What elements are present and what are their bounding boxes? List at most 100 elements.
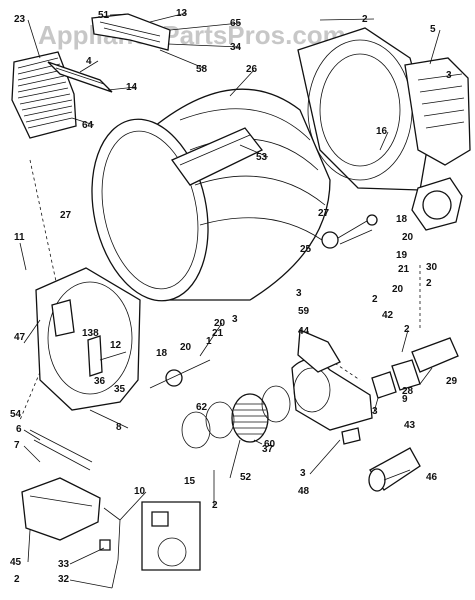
leader-line <box>71 117 95 126</box>
callout-number: 30 <box>426 262 438 273</box>
leader-line <box>107 86 137 91</box>
watermark: AppliancePartsPros.com <box>38 20 346 50</box>
leader-line <box>79 60 99 73</box>
callout-number: 43 <box>404 420 416 431</box>
callout-number: 19 <box>396 250 408 261</box>
callout-number: 13 <box>176 8 188 19</box>
callout-number: 42 <box>382 310 394 321</box>
callout-number: 9 <box>402 394 408 405</box>
callout-number: 14 <box>126 82 138 93</box>
callout-number: 8 <box>116 422 122 433</box>
belt-kit-inset <box>141 501 201 571</box>
leader-line <box>253 439 263 445</box>
callout-number: 23 <box>14 14 26 25</box>
callout-number: 7 <box>14 440 20 451</box>
callout-number: 2 <box>404 324 410 335</box>
callout-number: 27 <box>318 208 330 219</box>
leader-line <box>19 242 27 271</box>
leader-line <box>429 29 441 65</box>
callout-number: 3 <box>296 288 302 299</box>
callout-number: 26 <box>246 64 258 75</box>
callout-number: 2 <box>372 294 378 305</box>
callout-number: 25 <box>300 244 312 255</box>
callout-number: 3 <box>372 406 378 417</box>
front-bulkhead <box>35 267 141 411</box>
callout-number: 64 <box>82 120 94 131</box>
callout-number: 37 <box>262 444 274 455</box>
callout-number: 18 <box>156 348 168 359</box>
leader-line <box>229 69 255 97</box>
callout-number: 59 <box>298 306 310 317</box>
callout-number: 33 <box>58 559 70 570</box>
callout-number: 3 <box>446 70 452 81</box>
leader-line <box>89 409 129 429</box>
leader-line <box>109 13 129 16</box>
callout-number: 65 <box>230 18 242 29</box>
leader-line <box>27 529 31 563</box>
leader-line <box>419 367 433 385</box>
callout-number: 5 <box>430 24 436 35</box>
callout-number: 27 <box>60 210 72 221</box>
callout-number: 48 <box>298 486 310 497</box>
leader-line <box>69 579 113 589</box>
callout-number: 4 <box>86 56 92 67</box>
lint-duct <box>21 429 101 541</box>
callout-number: 54 <box>10 409 22 420</box>
rear-bulkhead <box>297 27 471 231</box>
leader-line <box>319 18 375 21</box>
callout-number: 52 <box>240 472 252 483</box>
leader-line <box>149 12 187 23</box>
callout-number: 45 <box>10 557 22 568</box>
callout-number: 2 <box>426 278 432 289</box>
leader-line <box>23 445 41 463</box>
leader-line <box>383 469 411 481</box>
callout-number: 2 <box>14 574 20 585</box>
callout-number: 53 <box>256 152 268 163</box>
lint-screen <box>11 51 77 139</box>
leader-line <box>199 322 223 357</box>
callout-number: 12 <box>110 340 122 351</box>
leader-line <box>27 19 41 59</box>
callout-number: 28 <box>402 386 414 397</box>
callout-number: 21 <box>398 264 410 275</box>
callout-number: 60 <box>264 439 276 450</box>
callout-number: 138 <box>82 328 99 339</box>
leader-line <box>119 491 147 521</box>
callout-number: 6 <box>16 424 22 435</box>
callout-number: 15 <box>184 476 196 487</box>
leader-lines <box>19 12 441 589</box>
callout-number: 3 <box>232 314 238 325</box>
idler-parts <box>321 214 378 249</box>
leader-line <box>167 43 241 48</box>
leader-line <box>373 397 379 413</box>
callout-number: 47 <box>14 332 26 343</box>
callout-number: 21 <box>212 328 224 339</box>
callout-number: 11 <box>14 232 25 243</box>
callout-number: 18 <box>396 214 408 225</box>
callout-number: 20 <box>214 318 226 329</box>
leader-line <box>23 429 41 441</box>
callout-number: 2 <box>362 14 368 25</box>
callout-number: 62 <box>196 402 208 413</box>
callout-number: 20 <box>402 232 414 243</box>
top-panel-parts <box>47 13 171 93</box>
callout-number: 34 <box>230 42 242 53</box>
leader-line <box>23 319 41 344</box>
leader-line <box>169 22 241 31</box>
leader-line <box>159 49 207 70</box>
blower-wheel <box>231 393 269 443</box>
leader-line <box>239 144 269 158</box>
sensor-wire <box>99 507 121 589</box>
callout-number: 46 <box>426 472 438 483</box>
dryer-drum <box>91 88 331 302</box>
callout-number: 20 <box>392 284 404 295</box>
callout-number: 58 <box>196 64 208 75</box>
callout-number: 16 <box>376 126 388 137</box>
callout-number: 44 <box>298 326 310 337</box>
callout-number: 10 <box>134 486 146 497</box>
seal-rings <box>181 385 291 449</box>
callout-number: 51 <box>98 10 110 21</box>
